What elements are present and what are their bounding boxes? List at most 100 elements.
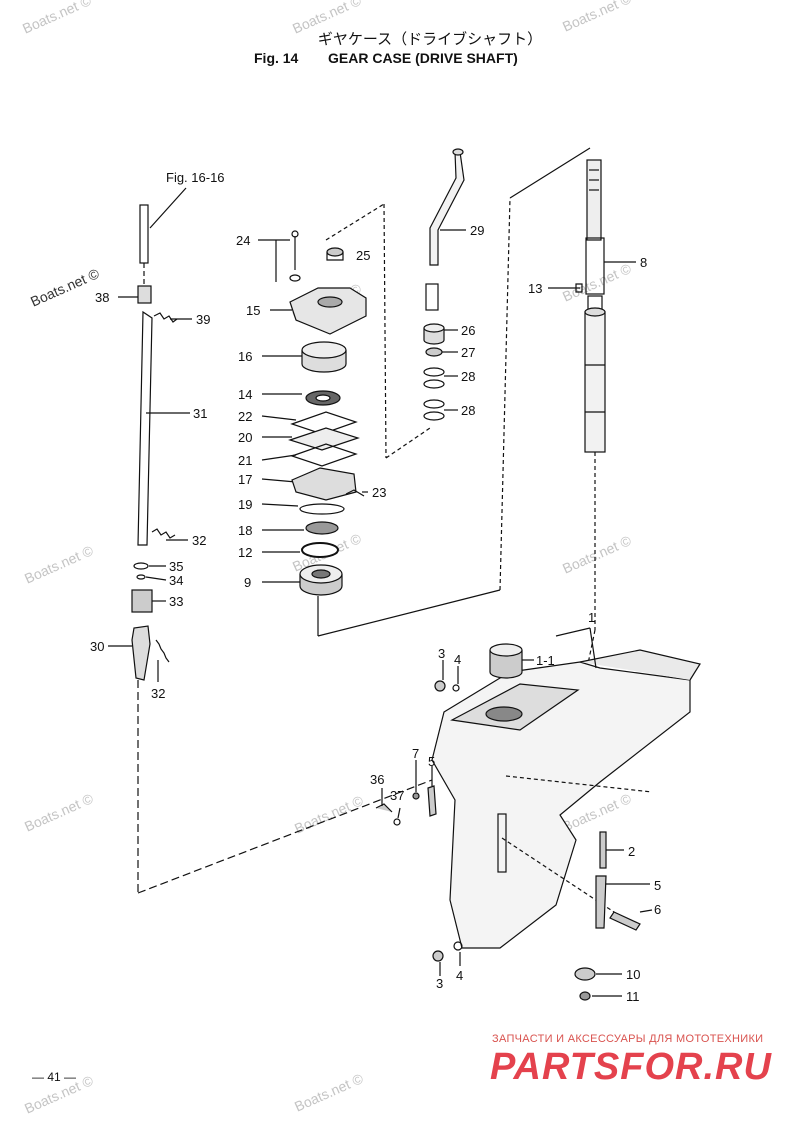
title-japanese: ギヤケース（ドライブシャフト） xyxy=(317,30,543,48)
part-32-pin-lower xyxy=(155,639,170,663)
part-39-pin xyxy=(153,312,178,323)
callout-28: 28 xyxy=(461,369,475,384)
callout-19: 19 xyxy=(238,497,252,512)
callout-28-lower: 28 xyxy=(461,403,475,418)
figure-number: Fig. 14 xyxy=(254,50,299,66)
callout-11: 11 xyxy=(626,989,640,1004)
leader-line xyxy=(261,454,297,461)
part-9-bore xyxy=(311,569,331,579)
axis-line xyxy=(137,779,433,894)
figure-title: GEAR CASE (DRIVE SHAFT) xyxy=(328,50,518,66)
callout-4-lower: 4 xyxy=(456,968,463,983)
part-4-washer-lower xyxy=(453,941,463,951)
page-number: — 41 — xyxy=(32,1070,77,1084)
leader-line xyxy=(261,503,299,507)
leader-line xyxy=(589,627,597,669)
callout-26: 26 xyxy=(461,323,475,338)
callout-8: 8 xyxy=(640,255,647,270)
part-11-plug xyxy=(579,991,591,1001)
callout-3: 3 xyxy=(438,646,445,661)
shop-tagline: ЗАПЧАСТИ И АКСЕССУАРЫ ДЛЯ МОТОТЕХНИКИ xyxy=(492,1033,764,1045)
callout-37: 37 xyxy=(390,788,404,803)
callout-38: 38 xyxy=(95,290,109,305)
part-32-pin xyxy=(151,528,176,539)
part-33-bushing xyxy=(131,589,153,613)
gear-case-fin xyxy=(579,649,701,681)
part-17-housing xyxy=(291,467,357,501)
axis-line xyxy=(509,147,591,199)
callout-7: 7 xyxy=(412,746,419,761)
tube-section xyxy=(425,283,439,311)
axis-line xyxy=(317,589,501,637)
drive-shaft-spline xyxy=(586,159,602,241)
part-22-gasket xyxy=(290,411,358,435)
callout-31: 31 xyxy=(193,406,207,421)
shop-logo: PARTSFOR.RU xyxy=(490,1046,772,1088)
part-5-anode-lower xyxy=(595,875,607,929)
callout-22: 22 xyxy=(238,409,252,424)
part-3-bolt-lower xyxy=(432,950,444,962)
part-18-seal xyxy=(305,521,339,535)
part-6-screw xyxy=(609,911,641,931)
callout-32: 32 xyxy=(192,533,206,548)
callout-1: 1 xyxy=(588,610,595,625)
shaft-top-end xyxy=(584,307,606,317)
part-4-washer-upper xyxy=(452,684,460,692)
leader-line xyxy=(149,187,187,229)
part-29-water-tube xyxy=(429,151,465,266)
part-28-clip-lower xyxy=(423,399,445,409)
callout-14: 14 xyxy=(238,387,252,402)
callout-20: 20 xyxy=(238,430,252,445)
leader-line xyxy=(555,627,591,637)
part-37-washer xyxy=(393,818,401,826)
axis-line xyxy=(501,837,621,917)
callout-2: 2 xyxy=(628,844,635,859)
pump-case-hole xyxy=(317,296,343,308)
part-20-plate xyxy=(288,427,360,451)
part-36-bolt xyxy=(375,803,393,813)
part-26-top xyxy=(423,323,445,333)
part-25-body xyxy=(326,252,344,261)
leader-line xyxy=(261,478,297,483)
gear-case-slot xyxy=(497,813,507,873)
part-23-key xyxy=(345,489,365,497)
callout-17: 17 xyxy=(238,472,252,487)
part-24-head xyxy=(291,230,299,238)
part-31-rod xyxy=(137,310,153,546)
callout-30: 30 xyxy=(90,639,104,654)
callout-32-lower: 32 xyxy=(151,686,165,701)
part-15-pump-case xyxy=(289,287,367,335)
callout-13: 13 xyxy=(528,281,542,296)
axis-line xyxy=(383,203,387,459)
leader-line xyxy=(261,415,297,421)
part-3-bolt-upper xyxy=(434,680,446,692)
callout-29: 29 xyxy=(470,223,484,238)
part-28-clip-upper xyxy=(423,367,445,377)
callout-16: 16 xyxy=(238,349,252,364)
axis-line xyxy=(325,203,385,241)
callout-5-lower: 5 xyxy=(654,878,661,893)
leader-line xyxy=(397,807,401,819)
gear-case-bore xyxy=(485,706,523,722)
part-12-ring xyxy=(301,542,339,558)
callout-10: 10 xyxy=(626,967,640,982)
callout-34: 34 xyxy=(169,573,183,588)
part-5-anode xyxy=(427,785,437,817)
part-28-clip-upper-b xyxy=(423,379,445,389)
callout-6: 6 xyxy=(654,902,661,917)
upper-shaft-stub xyxy=(139,204,149,264)
part-13-pin xyxy=(575,283,583,293)
part-7-screw xyxy=(412,792,420,800)
part-1-1-top xyxy=(489,643,523,657)
callout-27: 27 xyxy=(461,345,475,360)
part-16-liner-top xyxy=(301,341,347,359)
part-27-seal xyxy=(425,347,443,357)
callout-23: 23 xyxy=(372,485,386,500)
callout-36: 36 xyxy=(370,772,384,787)
part-29-end xyxy=(452,148,464,156)
leader-line xyxy=(145,576,167,581)
callout-3-lower: 3 xyxy=(436,976,443,991)
ref-label: Fig. 16-16 xyxy=(166,170,225,185)
